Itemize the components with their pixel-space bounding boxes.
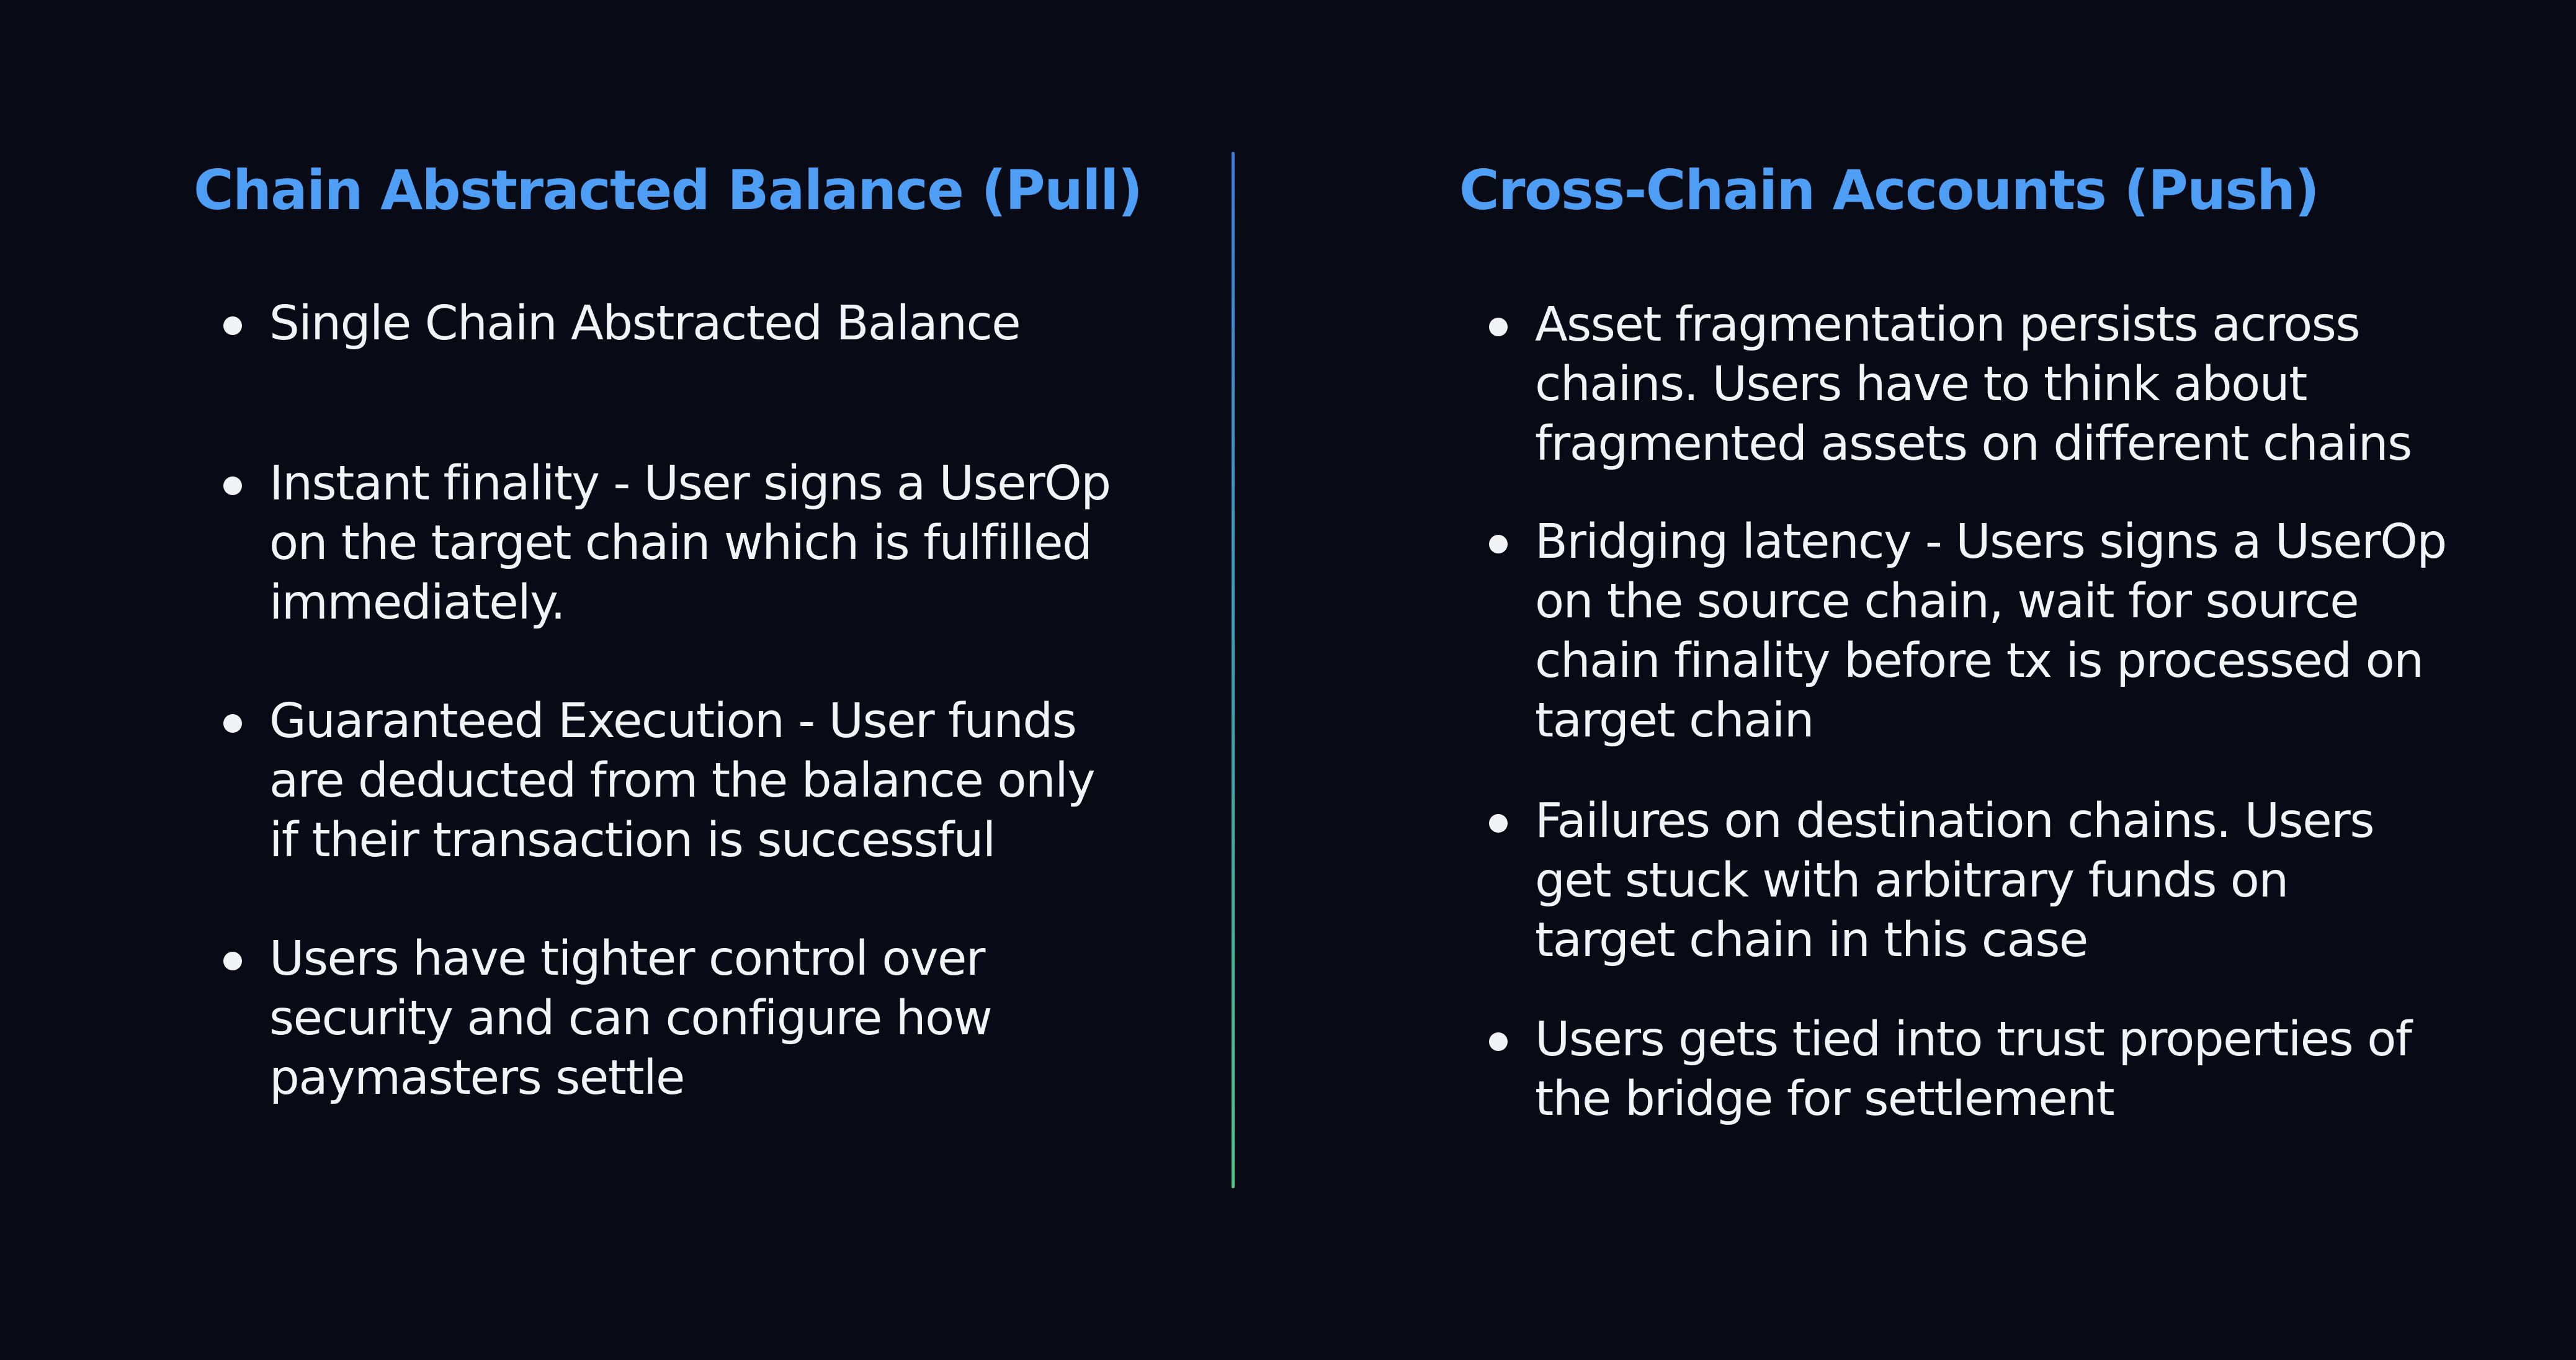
bullet-text: Users have tighter control over security… [269,931,993,1106]
bullet-dot-icon [1489,814,1508,833]
bullet-dot-icon [223,714,242,733]
bullet-text: Users gets tied into trust properties of… [1535,1012,2412,1127]
bullet-dot-icon [223,952,242,970]
bullet-text: Failures on destination chains. Users ge… [1535,794,2374,968]
bullet-dot-icon [223,316,242,335]
bullet-text: Bridging latency - Users signs a UserOp … [1535,514,2447,748]
bullet-text: Single Chain Abstracted Balance [269,296,1021,351]
bullet-dot-icon [1489,1032,1508,1051]
bullet-text: Asset fragmentation persists across chai… [1535,297,2412,472]
bullet-text: Guaranteed Execution - User funds are de… [269,694,1096,868]
left-column-title: Chain Abstracted Balance (Pull) [194,158,1143,222]
bullet-dot-icon [223,476,242,495]
bullet-dot-icon [1489,318,1508,336]
right-column-title: Cross-Chain Accounts (Push) [1459,158,2320,222]
bullet-dot-icon [1489,535,1508,553]
column-divider [1232,152,1235,1188]
bullet-text: Instant finality - User signs a UserOp o… [269,456,1111,630]
